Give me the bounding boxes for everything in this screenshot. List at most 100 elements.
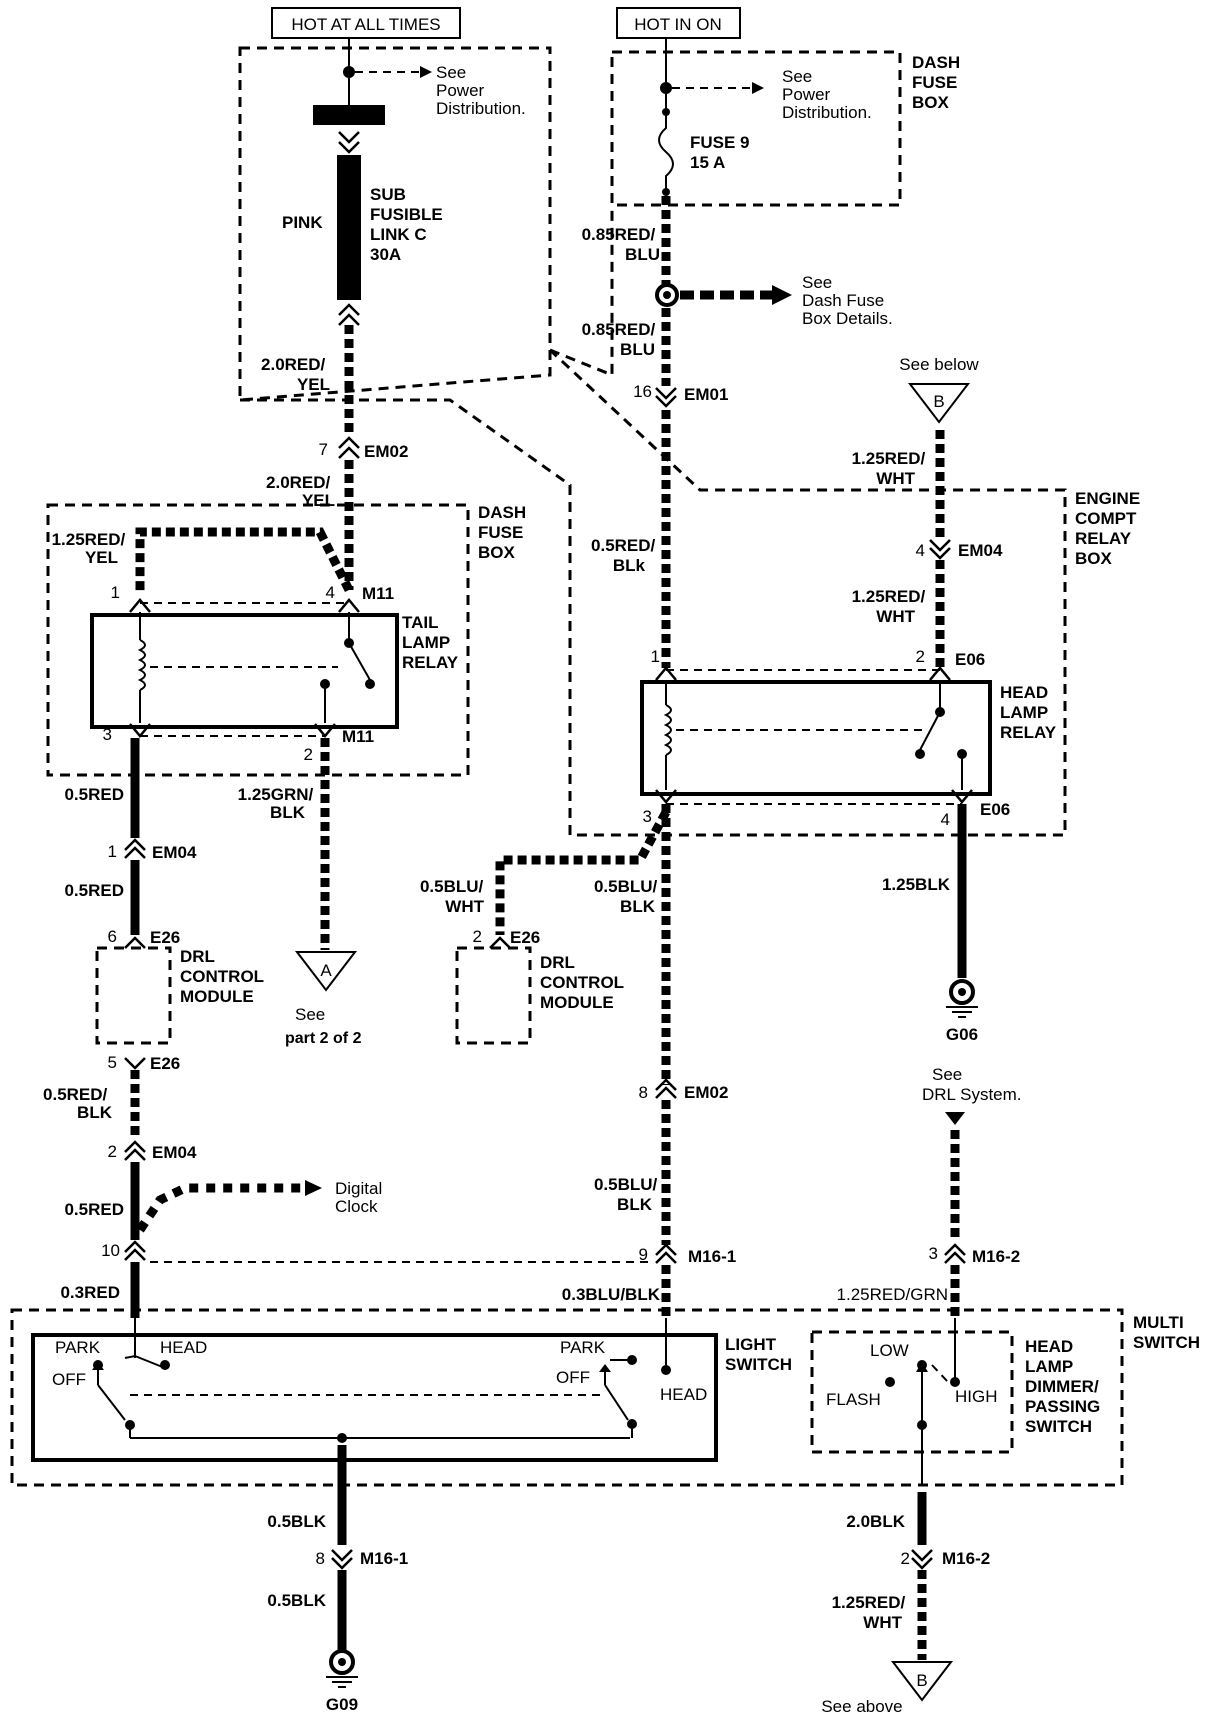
wire-label-0-5blk-a: 0.5BLK [267, 1512, 326, 1531]
pin-10: 10 [101, 1241, 120, 1260]
ground-g06-label: G06 [946, 1025, 978, 1044]
switch-pivot-icon [916, 1362, 928, 1372]
contact-point [915, 749, 925, 759]
wire-label-0-5red-blk: 0.5RED/ BLK [43, 1085, 113, 1122]
em04-connector [929, 539, 951, 560]
pin-connector-icon [929, 666, 951, 681]
pin-4: 4 [941, 810, 950, 829]
light-switch [31, 1333, 718, 1462]
wire-label-1-25red-wht-b: 1.25RED/ WHT [852, 587, 930, 626]
m16-1-label: M16-1 [360, 1549, 408, 1568]
wire-label-1-25red-wht-c: 1.25RED/ WHT [832, 1593, 910, 1632]
switch-common-junction [337, 1433, 347, 1443]
ground-g06-center [958, 988, 966, 996]
ground-g09-center [338, 1658, 346, 1666]
em04-connector [124, 838, 146, 859]
e26-label: E26 [150, 928, 180, 947]
high-label: HIGH [955, 1387, 998, 1406]
switch-blade-upper [124, 1354, 166, 1369]
em02-connector [338, 436, 360, 459]
light-switch-label: LIGHT SWITCH [725, 1335, 792, 1374]
see-below-note: See below [899, 355, 979, 374]
drl-control-module-right: DRL CONTROL MODULE [540, 953, 628, 1012]
dimmer-switch-label: HEAD LAMP DIMMER/ PASSING SWITCH [1025, 1337, 1105, 1436]
splice-left-top [343, 66, 355, 78]
switch-pivot-icon [599, 1364, 611, 1372]
dash-fuse-box-left-title: DASH FUSE BOX [478, 503, 531, 562]
pin-2: 2 [473, 927, 482, 946]
m16-1-connector [331, 1549, 353, 1570]
wire-label-0-5blu-blk-b: 0.5BLU/ BLK [594, 1175, 662, 1214]
pin-connector-icon [129, 598, 151, 613]
see-dash-fuse-box-details: See Dash Fuse Box Details. [802, 273, 893, 328]
fuse-terminal [662, 188, 670, 196]
wire-label-1-25red-grn: 1.25RED/GRN [837, 1285, 948, 1304]
wire-label-0-3blu-blk: 0.3BLU/BLK [562, 1285, 661, 1304]
wire-label-0-85red-blu-b: 0.85RED/ BLU [582, 320, 660, 359]
switch-blade-lower [604, 1384, 629, 1421]
head-lamp-relay [640, 680, 992, 796]
wire-label-0-5red-a: 0.5RED [64, 785, 124, 804]
relay-contact-arm [348, 642, 371, 681]
em02-label: EM02 [364, 442, 408, 461]
arrow-head-icon [752, 82, 764, 94]
wire-label-2-0red-yel-a: 2.0RED/ YEL [261, 355, 330, 394]
pin-5: 5 [108, 1053, 117, 1072]
pin-connector-icon [655, 789, 677, 804]
ground-icon [326, 1676, 358, 1688]
arrow-head-icon [772, 285, 792, 305]
wire-label-1-25blk: 1.25BLK [882, 875, 951, 894]
wire-label-0-5blu-wht: 0.5BLU/ WHT [420, 877, 488, 916]
hot-at-all-times-label: HOT AT ALL TIMES [291, 15, 440, 34]
hot-in-on-box [616, 7, 741, 39]
hot-in-on-label: HOT IN ON [634, 15, 722, 34]
em04-label: EM04 [958, 541, 1003, 560]
e26-connector [489, 936, 511, 949]
multi-switch-outline [10, 1308, 1124, 1487]
m11-label-top: M11 [362, 584, 394, 603]
pin-connector-icon [655, 666, 677, 681]
head-lamp-relay-label: HEAD LAMP RELAY [1000, 683, 1057, 742]
relay-contact-arm [919, 711, 941, 751]
switch-linkage [931, 1364, 949, 1383]
relay-coil-icon [663, 704, 672, 756]
tail-lamp-relay-label: TAIL LAMP RELAY [402, 613, 459, 672]
marker-a-label: A [320, 961, 332, 980]
head-label-right: HEAD [660, 1385, 707, 1404]
pin-8: 8 [316, 1549, 325, 1568]
arrow-head-icon [420, 66, 432, 78]
pin-connector-icon [338, 598, 360, 613]
see-above-note: See above [821, 1697, 902, 1714]
hot-at-all-times-box [271, 7, 461, 39]
wire-label-0-5red-blk-a: 0.5RED/ BLk [591, 536, 660, 575]
see-part-2-of-2: See part 2 of 2 [285, 1005, 362, 1047]
wire-label-0-5blk-b: 0.5BLK [267, 1591, 326, 1610]
marker-b-top-triangle [907, 383, 971, 424]
digital-clock-note: Digital Clock [335, 1179, 387, 1216]
switch-contact-head [160, 1360, 170, 1370]
connector-chevron-icon [338, 303, 360, 326]
pin-connector-icon [951, 789, 973, 804]
pin-7: 7 [319, 440, 328, 459]
pin-8: 8 [639, 1083, 648, 1102]
pin-4: 4 [326, 583, 335, 602]
sub-fusible-link-c [337, 155, 361, 300]
connector-chevron-icon [338, 131, 360, 154]
e06-label-top: E06 [955, 650, 985, 669]
wire-label-0-85red-blu-a: 0.85RED/ BLU [582, 225, 660, 264]
pin-16: 16 [633, 382, 652, 401]
wire-label-1-25red-yel: 1.25RED/ YEL [52, 530, 130, 567]
dash-fuse-box-top-title: DASH FUSE BOX [912, 53, 965, 112]
wire-to-digital-clock [136, 1183, 305, 1233]
pin-6: 6 [108, 927, 117, 946]
em04-label: EM04 [152, 843, 197, 862]
power-enclosure-left [238, 46, 552, 402]
switch-pivot-icon [92, 1362, 104, 1370]
engine-compt-relay-box-title: ENGINE COMPT RELAY BOX [1075, 489, 1145, 568]
wire-label-2-0blk: 2.0BLK [846, 1512, 905, 1531]
pin-2: 2 [916, 647, 925, 666]
off-label-right: OFF [556, 1368, 590, 1387]
tail-lamp-relay [90, 613, 399, 729]
sub-fusible-link-label: SUB FUSIBLE LINK C 30A [370, 185, 447, 264]
